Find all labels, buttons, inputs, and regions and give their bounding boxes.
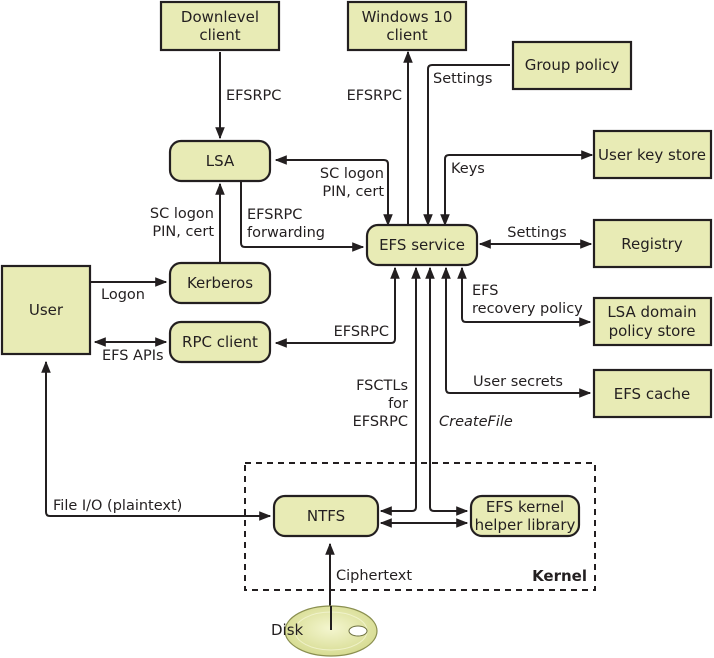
edge-label: Settings bbox=[433, 71, 492, 87]
edge-label: File I/O (plaintext) bbox=[53, 498, 182, 514]
edge-label: EFSRPC bbox=[334, 324, 389, 340]
edge-file-io: File I/O (plaintext) bbox=[41, 360, 272, 521]
edge-lsa-efs-sc-logon: SC logon PIN, cert bbox=[274, 155, 393, 227]
svg-text:Downlevel: Downlevel bbox=[181, 8, 259, 26]
edge-label: PIN, cert bbox=[322, 184, 384, 200]
node-windows10-client: Windows 10 client bbox=[346, 0, 468, 52]
svg-text:Registry: Registry bbox=[621, 235, 683, 253]
edge-label: User secrets bbox=[473, 374, 563, 390]
node-ntfs: NTFS bbox=[272, 494, 380, 538]
svg-text:client: client bbox=[386, 26, 427, 44]
svg-text:Windows 10: Windows 10 bbox=[362, 8, 453, 26]
node-group-policy: Group policy bbox=[511, 40, 633, 91]
edge-recovery-policy: EFS recovery policy bbox=[457, 266, 592, 327]
edge-label: EFSRPC bbox=[226, 88, 281, 104]
edge-label: CreateFile bbox=[439, 414, 513, 430]
svg-text:RPC client: RPC client bbox=[182, 333, 258, 351]
node-efs-cache: EFS cache bbox=[592, 368, 713, 419]
edge-label: EFSRPC bbox=[347, 88, 402, 104]
node-disk: Disk bbox=[271, 605, 378, 657]
svg-text:EFS service: EFS service bbox=[379, 236, 465, 254]
kernel-label: Kernel bbox=[532, 567, 587, 585]
kernel-region: Kernel bbox=[244, 462, 596, 591]
disk-label: Disk bbox=[271, 621, 304, 639]
node-efs-kernel-helper: EFS kernel helper library bbox=[469, 494, 581, 538]
svg-text:User key store: User key store bbox=[598, 146, 706, 164]
node-registry: Registry bbox=[592, 218, 713, 269]
kernel-boundary bbox=[244, 462, 596, 591]
edge-label: Ciphertext bbox=[336, 568, 412, 584]
edge-label: Logon bbox=[101, 287, 145, 303]
edge-kerberos-to-lsa: SC logon PIN, cert bbox=[150, 182, 225, 262]
edge-registry-settings: Settings bbox=[478, 225, 593, 249]
svg-text:NTFS: NTFS bbox=[307, 507, 345, 525]
edge-user-efs-apis: EFS APIs bbox=[93, 337, 168, 364]
edge-label: PIN, cert bbox=[152, 224, 214, 240]
svg-text:Group policy: Group policy bbox=[525, 56, 620, 74]
edge-user-secrets: User secrets bbox=[441, 266, 592, 398]
node-downlevel-client: Downlevel client bbox=[159, 0, 281, 52]
edge-label: SC logon bbox=[320, 166, 384, 182]
node-lsa-domain-policy-store: LSA domain policy store bbox=[592, 296, 713, 347]
edge-user-logon: Logon bbox=[91, 277, 168, 303]
svg-text:client: client bbox=[199, 26, 240, 44]
node-kerberos: Kerberos bbox=[168, 261, 272, 305]
node-efs-service: EFS service bbox=[365, 223, 479, 267]
edge-label: for bbox=[388, 396, 408, 412]
svg-text:Kerberos: Kerberos bbox=[187, 274, 253, 292]
edge-label: forwarding bbox=[247, 225, 325, 241]
svg-text:helper library: helper library bbox=[475, 516, 576, 534]
edge-label: FSCTLs bbox=[356, 378, 408, 394]
edge-downlevel-to-lsa: EFSRPC bbox=[215, 52, 281, 140]
edge-label: Settings bbox=[507, 225, 566, 241]
edge-user-key-store-keys: Keys bbox=[440, 150, 594, 227]
svg-text:User: User bbox=[29, 301, 64, 319]
edge-group-policy-settings: Settings bbox=[423, 64, 510, 227]
edge-efs-to-windows10: EFSRPC bbox=[347, 50, 413, 225]
node-user-key-store: User key store bbox=[592, 129, 713, 180]
edge-rpc-efsrpc: EFSRPC bbox=[274, 266, 400, 348]
node-lsa: LSA bbox=[168, 139, 272, 183]
edge-label: EFS bbox=[472, 283, 498, 299]
svg-text:EFS cache: EFS cache bbox=[614, 385, 691, 403]
node-rpc-client: RPC client bbox=[168, 320, 272, 364]
edge-label: recovery policy bbox=[472, 301, 583, 317]
svg-text:EFS kernel: EFS kernel bbox=[486, 498, 564, 516]
edge-label: EFSRPC bbox=[247, 207, 302, 223]
svg-text:policy store: policy store bbox=[609, 322, 696, 340]
edge-label: SC logon bbox=[150, 206, 214, 222]
edge-label: Keys bbox=[451, 161, 485, 177]
edge-label: EFS APIs bbox=[102, 348, 164, 364]
svg-text:LSA domain: LSA domain bbox=[607, 303, 696, 321]
edge-fsctls: FSCTLs for EFSRPC bbox=[353, 266, 421, 516]
node-user: User bbox=[0, 264, 92, 356]
edge-label: EFSRPC bbox=[353, 414, 408, 430]
svg-text:LSA: LSA bbox=[206, 152, 235, 170]
edge-createfile: CreateFile bbox=[425, 266, 513, 516]
edge-lsa-forwarding: EFSRPC forwarding bbox=[240, 182, 365, 252]
